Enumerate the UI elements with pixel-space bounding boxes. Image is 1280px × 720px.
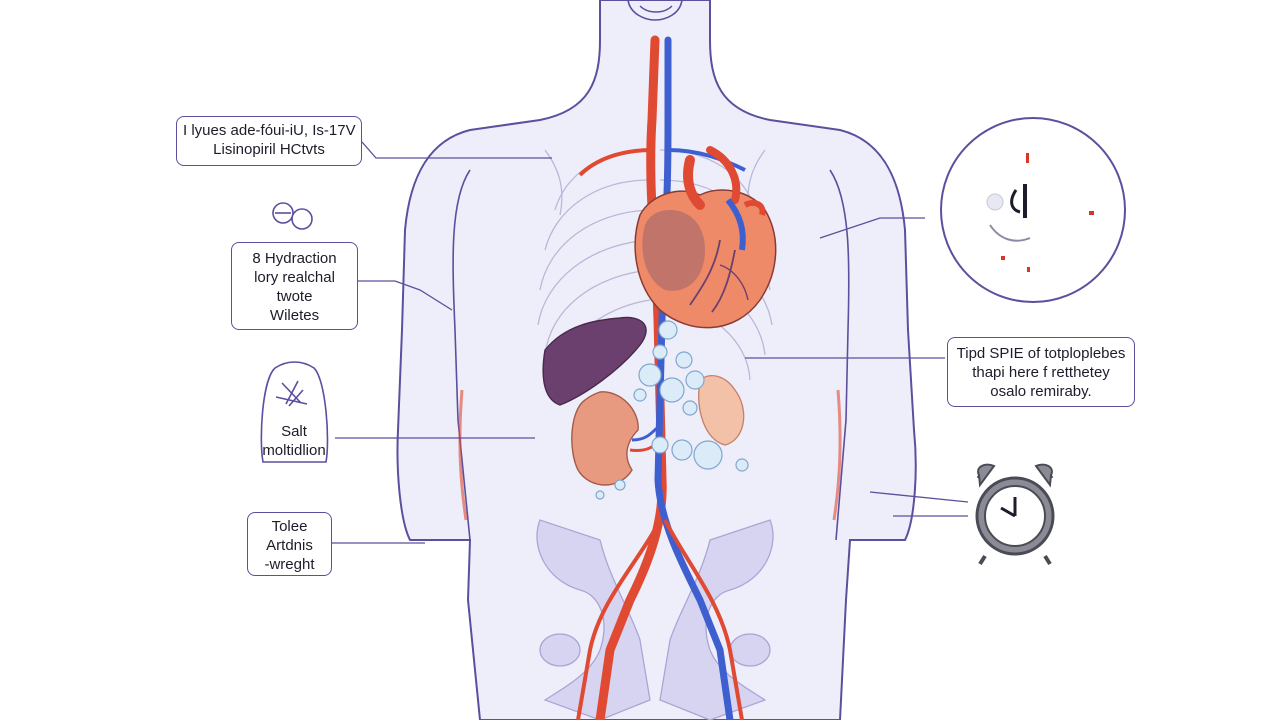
left-arm-seam: [452, 169, 471, 541]
medication-clock-icon: [940, 117, 1126, 303]
chin-outline: [627, 0, 683, 21]
medication-callout: I lyues ade-fóui-iU, Is-17V Lisinopiril …: [176, 116, 362, 166]
hydration-callout-line4: Wiletes: [269, 307, 320, 324]
tip-callout-line3: osalo remiraby.: [990, 383, 1092, 400]
hydration-callout: 8 Hydraction lory realchal twote Wiletes: [231, 242, 358, 330]
salt-callout: Salt moltidlion: [254, 420, 334, 464]
right-leg-artery: [663, 519, 744, 720]
weight-callout-line2: Artdnis: [266, 537, 313, 554]
upper-left-artery: [578, 148, 653, 177]
pelvis: [536, 519, 774, 720]
salt-callout-line2: moltidlion: [262, 442, 326, 459]
weight-callout-line1: Tolee: [271, 518, 308, 535]
salt-callout-line1: Salt: [281, 423, 307, 440]
kidney: [571, 391, 663, 486]
pills-icon: [272, 202, 313, 230]
medication-callout-line2: Lisinopiril HCtvts: [213, 141, 325, 158]
water-droplets: [595, 320, 749, 500]
hydration-callout-line1: 8 Hydraction: [252, 250, 337, 267]
right-arm-vessel: [832, 389, 842, 521]
mouth: [639, 5, 673, 13]
hydration-callout-line3: twote: [276, 288, 313, 305]
tip-callout: Tipd SPIE of totploplebes thapi here f r…: [947, 337, 1135, 407]
tip-callout-line1: Tipd SPIE of totploplebes: [956, 345, 1126, 362]
sodium-shaker-icon: [260, 361, 329, 463]
right-organ: [698, 375, 745, 446]
leader-lines: [332, 141, 969, 544]
left-arm-vessel: [458, 389, 468, 521]
left-leg-artery: [576, 519, 662, 720]
right-arm-seam: [829, 169, 850, 541]
tip-callout-line2: thapi here f retthetey: [972, 364, 1110, 381]
alarm-clock-icon: [975, 463, 1055, 566]
hydration-callout-line2: lory realchal: [254, 269, 335, 286]
weight-callout-line3: -wreght: [264, 556, 315, 573]
liver: [542, 316, 647, 406]
medication-callout-line1: I lyues ade-fóui-iU, Is-17V: [183, 122, 356, 139]
upper-right-vein: [667, 148, 746, 172]
heart: [634, 146, 777, 329]
weight-callout: Tolee Artdnis -wreght: [247, 512, 332, 576]
